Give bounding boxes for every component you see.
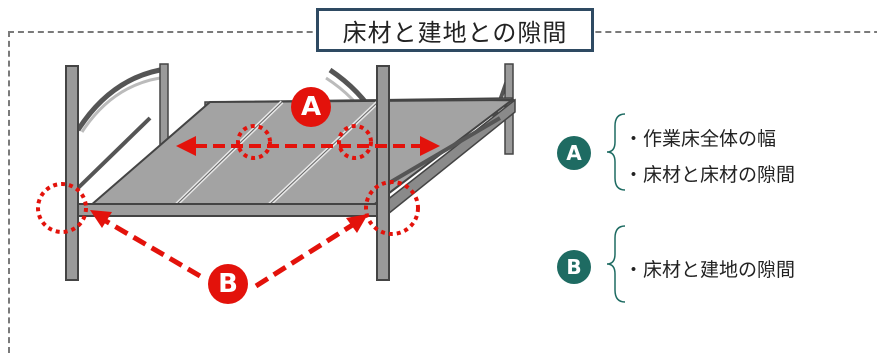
- legend-a-item-1: ・作業床全体の幅: [624, 128, 777, 150]
- front-post-left: [65, 65, 79, 281]
- title-box: 床材と建地との隙間: [316, 8, 594, 52]
- front-ledger: [75, 203, 383, 217]
- circle-b-right: [364, 180, 420, 236]
- legend-a-brace-icon: [606, 113, 626, 191]
- front-post-right: [376, 65, 390, 281]
- circle-b-left: [36, 182, 88, 234]
- legend-b-badge: B: [557, 250, 591, 284]
- scaffold-illustration: [36, 63, 516, 289]
- circle-a-gap-1: [236, 124, 272, 160]
- marker-b-badge: B: [208, 264, 248, 304]
- legend-a-item-2: ・床材と床材の隙間: [624, 164, 796, 186]
- brace-curve-left: [75, 67, 161, 132]
- legend-b-item-1: ・床材と建地の隙間: [624, 259, 796, 281]
- legend-a-badge: A: [557, 136, 591, 170]
- marker-a-badge: A: [291, 87, 331, 127]
- circle-a-gap-2: [337, 124, 373, 160]
- legend-b-brace-icon: [606, 225, 626, 303]
- arrow-b-right: [254, 221, 356, 289]
- arrow-b-left: [102, 217, 202, 279]
